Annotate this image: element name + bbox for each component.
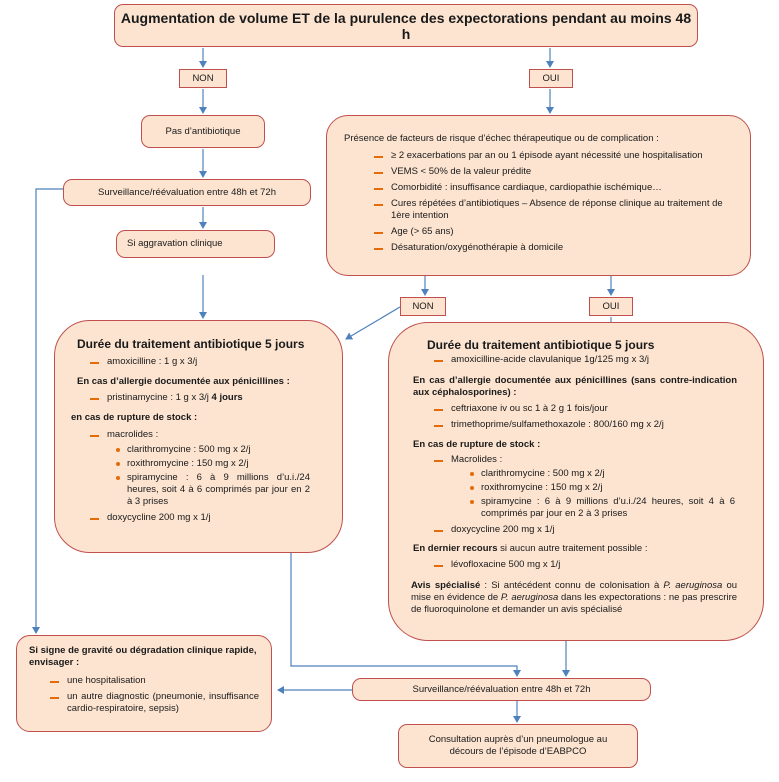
treatment-left-doxycycline: doxycycline 200 mg x 1/j <box>90 512 326 524</box>
surveillance-box-top: Surveillance/réévaluation entre 48h et 7… <box>63 179 311 206</box>
treatment-right-allergy-title: En cas d’allergie documentée aux pénicil… <box>413 375 737 398</box>
treatment-left-allergy-title: En cas d’allergie documentée aux pénicil… <box>77 376 290 387</box>
macrolide-item: spiramycine : 6 à 9 millions d’u.i./24 h… <box>116 472 310 507</box>
consultation-box: Consultation auprès d’un pneumologue au … <box>398 724 638 768</box>
gravity-title: Si signe de gravité ou dégradation clini… <box>29 645 257 668</box>
treatment-right-macrolides-label: Macrolides : <box>434 454 737 466</box>
arrow-non-to-treat-left <box>345 306 401 340</box>
non-label-text: NON <box>412 301 434 312</box>
macrolide-item: clarithromycine : 500 mg x 2/j <box>116 444 310 456</box>
macrolide-item: clarithromycine : 500 mg x 2/j <box>470 468 735 480</box>
arrow-surveillance-to-gravity <box>32 188 63 634</box>
avis-organism-2: P. aeruginosa <box>500 592 559 603</box>
non-label-second: NON <box>400 297 446 316</box>
risk-factor-item: Désaturation/oxygénothérapie à domicile <box>374 242 736 254</box>
treatment-left-allergy-item: pristinamycine : 1 g x 3/j 4 jours <box>90 392 326 404</box>
risk-factors-title: Présence de facteurs de risque d’échec t… <box>344 133 659 144</box>
treatment-right-first-line: amoxicilline-acide clavulanique 1g/125 m… <box>434 354 737 366</box>
top-condition-box: Augmentation de volume ET de la purulenc… <box>114 4 698 47</box>
pas-antibiotique-box: Pas d’antibiotique <box>141 115 265 148</box>
risk-factors-list: ≥ 2 exacerbations par an ou 1 épisode ay… <box>344 150 736 254</box>
treatment-right-avis-specialise: Avis spécialisé : Si antécédent connu de… <box>411 580 737 616</box>
risk-factor-item: Comorbidité : insuffisance cardiaque, ca… <box>374 182 736 194</box>
macrolide-item: roxithromycine : 150 mg x 2/j <box>470 482 735 494</box>
treatment-right-doxycycline: doxycycline 200 mg x 1/j <box>434 524 737 536</box>
avis-label: Avis spécialisé <box>411 580 481 591</box>
macrolide-item: spiramycine : 6 à 9 millions d’u.i./24 h… <box>470 496 735 519</box>
treatment-right-allergy-item: ceftriaxone iv ou sc 1 à 2 g 1 fois/jour <box>434 403 737 415</box>
pristinamycine-text: pristinamycine : 1 g x 3/j <box>107 392 209 403</box>
oui-label-text: OUI <box>542 73 560 84</box>
non-label-top: NON <box>179 69 227 88</box>
last-resort-label: En dernier recours <box>413 543 498 554</box>
oui-label-top: OUI <box>529 69 573 88</box>
surveillance-text-bottom: Surveillance/réévaluation entre 48h et 7… <box>412 683 591 695</box>
last-resort-text: si aucun autre traitement possible : <box>500 543 648 554</box>
treatment-left-title: Durée du traitement antibiotique 5 jours <box>77 337 305 351</box>
arrow-treat-left-to-bottom <box>290 553 521 677</box>
pristinamycine-duration: 4 jours <box>211 392 243 403</box>
treatment-left-rupture-title: en cas de rupture de stock : <box>71 412 198 423</box>
avis-organism-1: P. aeruginosa <box>663 580 723 591</box>
avis-text-2: ou mise en évidence de <box>411 580 738 603</box>
risk-factor-item: Cures répétées d’antibiotiques – Absence… <box>374 198 736 222</box>
treatment-right-last-resort: En dernier recours si aucun autre traite… <box>413 543 737 555</box>
treatment-right-levofloxacine: lévofloxacine 500 mg x 1/j <box>434 559 737 571</box>
risk-factor-item: Age (> 65 ans) <box>374 226 736 238</box>
treatment-left-macrolides-label: macrolides : <box>90 429 326 441</box>
avis-text-3: dans les expectorations : ne pas prescri… <box>411 592 738 615</box>
treatment-right-rupture-title: En cas de rupture de stock : <box>413 439 541 450</box>
macrolide-item: roxithromycine : 150 mg x 2/j <box>116 458 310 470</box>
pas-antibiotique-text: Pas d’antibiotique <box>165 125 241 137</box>
consultation-text: Consultation auprès d’un pneumologue au … <box>428 734 608 757</box>
surveillance-box-bottom: Surveillance/réévaluation entre 48h et 7… <box>352 678 651 701</box>
top-condition-text: Augmentation de volume ET de la purulenc… <box>120 9 692 42</box>
surveillance-text-top: Surveillance/réévaluation entre 48h et 7… <box>98 186 276 198</box>
treatment-left-first-line: amoxicilline : 1 g x 3/j <box>90 356 326 368</box>
aggravation-text: Si aggravation clinique <box>127 238 223 249</box>
treatment-right-title: Durée du traitement antibiotique 5 jours <box>427 338 655 352</box>
treatment-left-box: Durée du traitement antibiotique 5 jours… <box>54 320 343 553</box>
gravity-item: un autre diagnostic (pneumonie, insuffis… <box>50 691 259 714</box>
risk-factor-item: VEMS < 50% de la valeur prédite <box>374 166 736 178</box>
risk-factors-box: Présence de facteurs de risque d’échec t… <box>326 115 751 276</box>
gravity-box: Si signe de gravité ou dégradation clini… <box>16 635 272 732</box>
avis-text-1: : Si antécédent connu de colonisation à <box>484 580 660 591</box>
treatment-right-box: Durée du traitement antibiotique 5 jours… <box>388 322 764 641</box>
oui-label-text: OUI <box>602 301 620 312</box>
non-label-text: NON <box>192 73 214 84</box>
gravity-item: une hospitalisation <box>50 675 259 687</box>
aggravation-box: Si aggravation clinique <box>116 230 275 258</box>
treatment-right-allergy-item: trimethoprime/sulfamethoxazole : 800/160… <box>434 419 737 431</box>
risk-factor-item: ≥ 2 exacerbations par an ou 1 épisode ay… <box>374 150 736 162</box>
oui-label-second: OUI <box>589 297 633 316</box>
